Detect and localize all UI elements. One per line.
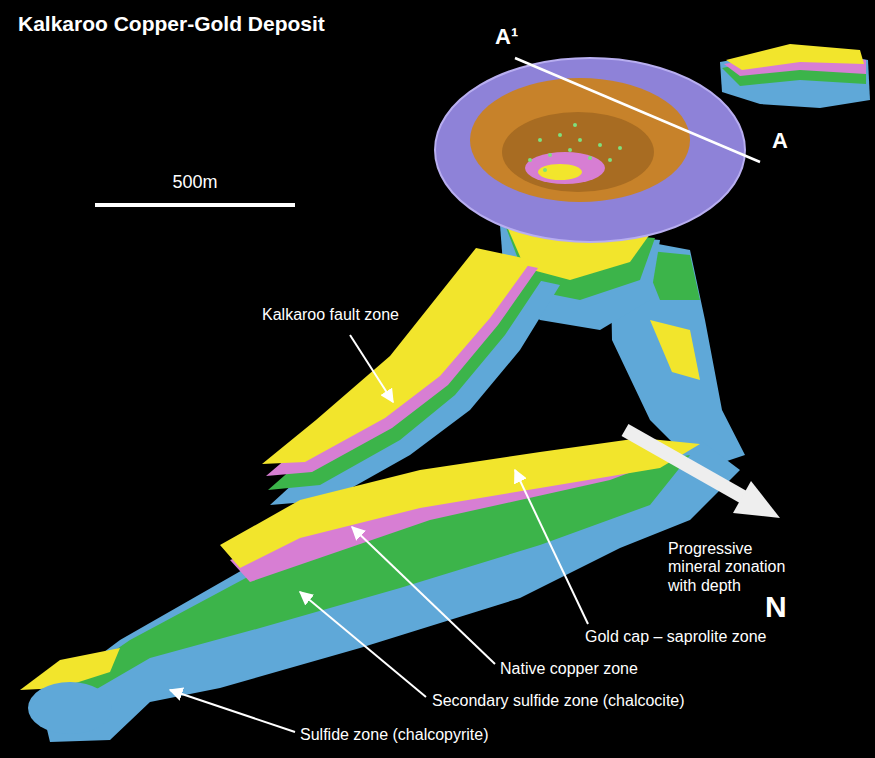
section-end-label: A¹: [495, 24, 518, 49]
figure-title: Kalkaroo Copper-Gold Deposit: [18, 12, 325, 36]
ore-remnant: [720, 44, 870, 108]
callout-label: Sulfide zone (chalcopyrite): [300, 726, 489, 744]
zonation-arrow: [625, 430, 780, 518]
section-line: [515, 58, 760, 162]
scale-bar: [95, 203, 295, 207]
scale-label: 500m: [155, 172, 235, 193]
callout-label: Gold cap – saprolite zone: [585, 628, 766, 646]
main-band: [20, 438, 740, 742]
callout-label: Kalkaroo fault zone: [262, 306, 399, 324]
callout-label: Secondary sulfide zone (chalcocite): [432, 692, 685, 710]
north-label: N: [765, 590, 787, 625]
zonation-note: Progressive mineral zonation with depth: [668, 540, 800, 595]
open-pit: [435, 58, 745, 242]
callout-label: Native copper zone: [500, 660, 638, 678]
section-end-label: A: [772, 128, 788, 153]
